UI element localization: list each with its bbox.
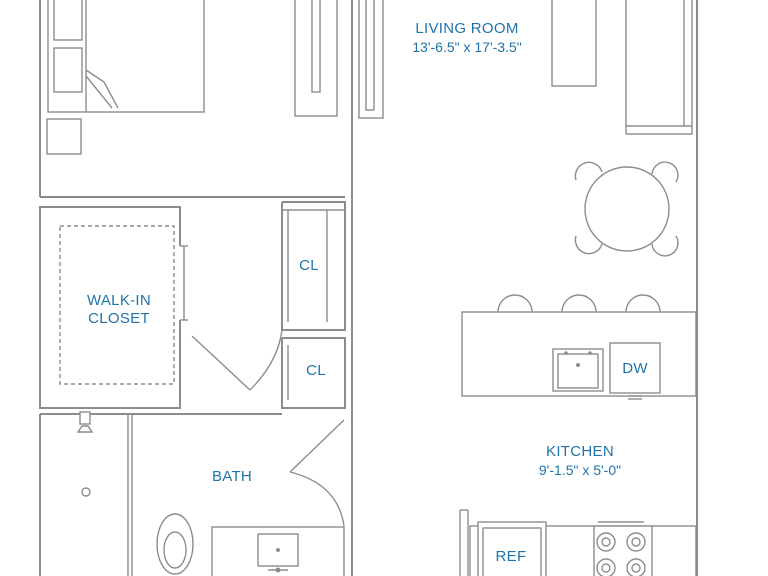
nightstand [46, 118, 82, 155]
kitchen-island [461, 311, 697, 400]
bath-area [39, 411, 345, 576]
refrigerator-label: REF [496, 548, 527, 565]
bed [47, 0, 205, 113]
refrigerator [477, 521, 547, 576]
living-wardrobe [358, 0, 384, 119]
bath-door-swing [289, 419, 345, 527]
walk-in-closet-area [39, 206, 188, 409]
walk-in-closet-label-line1: WALK-IN [87, 292, 151, 309]
living-room-label: LIVING ROOM [415, 20, 518, 37]
dining-set [574, 161, 679, 257]
bath-label: BATH [212, 468, 252, 485]
closet-lower [281, 337, 346, 409]
bedroom-wardrobe [294, 0, 338, 117]
dishwasher [609, 342, 661, 400]
closet-upper-label: CL [299, 257, 319, 274]
dishwasher-label: DW [622, 360, 648, 377]
kitchen-sink [552, 348, 604, 392]
bath-vanity [211, 526, 345, 576]
kitchen-label: KITCHEN [546, 443, 614, 460]
sofa [625, 0, 693, 135]
kitchen-dims: 9'-1.5" x 5'-0" [539, 462, 621, 478]
living-room-dims: 13'-6.5" x 17'-3.5" [412, 39, 521, 55]
stove [593, 521, 653, 576]
shower-drain [81, 487, 91, 497]
walk-in-closet-label-line2: CLOSET [88, 310, 150, 327]
shower-head [76, 411, 94, 433]
bar-stools [497, 294, 661, 313]
toilet [156, 513, 194, 575]
closet-upper [281, 201, 346, 331]
closet-lower-label: CL [306, 362, 326, 379]
bedroom-area [39, 0, 345, 198]
tv-console [551, 0, 597, 87]
kitchen-counter [459, 509, 697, 576]
closet-door-swing [191, 329, 283, 391]
